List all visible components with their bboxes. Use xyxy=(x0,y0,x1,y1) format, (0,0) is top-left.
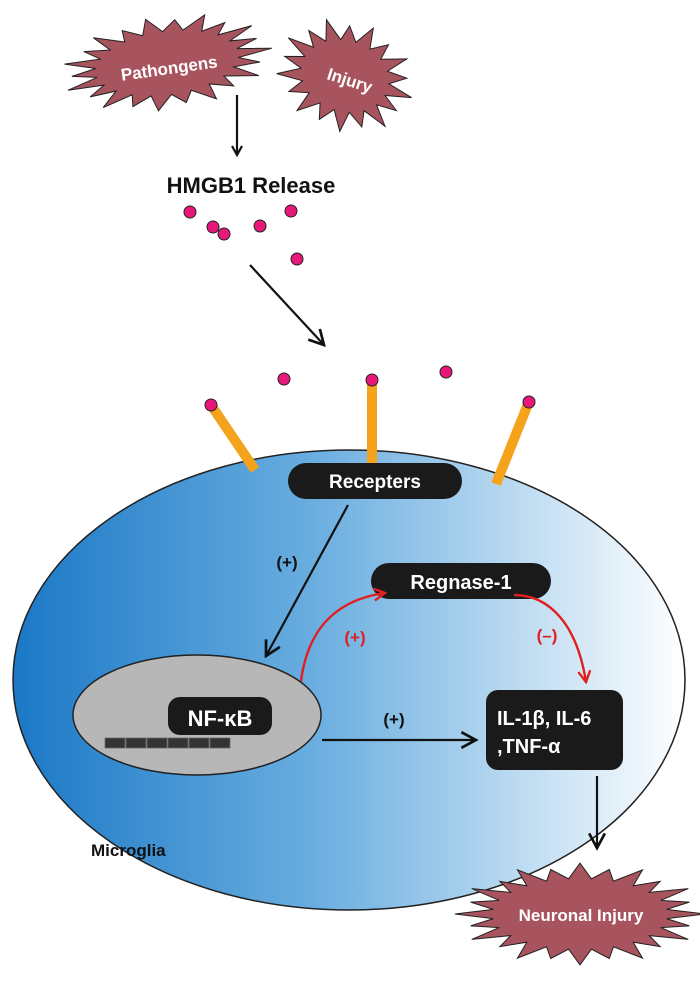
hmgb1-particle xyxy=(290,252,304,266)
hmgb1-particles xyxy=(183,204,304,266)
hmgb1-particle xyxy=(277,372,291,386)
hmgb1-particle xyxy=(439,365,453,379)
hmgb1-to-cell-arrow xyxy=(249,264,324,345)
receptor-stick xyxy=(491,402,533,486)
hmgb1-particle xyxy=(204,398,218,412)
cytokines-label-line1: IL-1β, IL-6 xyxy=(497,708,591,730)
hmgb1-particle xyxy=(183,205,197,219)
receptors-sticks xyxy=(206,382,533,486)
nfkb-to-regnase-effect: (+) xyxy=(344,628,365,647)
hmgb1-release-label: HMGB1 Release xyxy=(167,173,336,198)
nfkb-to-regnase-arrow xyxy=(298,593,385,691)
neuronal-injury-star: Neuronal Injury xyxy=(454,862,700,966)
nfkb-to-cytokines-effect: (+) xyxy=(383,710,404,729)
hmgb1-particle xyxy=(365,373,379,387)
receptors-to-nfkb-effect: (+) xyxy=(276,553,297,572)
hmgb1-particles-near-cell xyxy=(277,365,453,386)
regnase-to-cytokines-arrow xyxy=(513,593,586,682)
hmgb1-particle xyxy=(253,219,267,233)
hmgb1-particle xyxy=(206,220,220,234)
hmgb1-particle xyxy=(217,227,231,241)
receptors-to-nfkb-arrow xyxy=(266,504,349,656)
microglia-label: Microglia xyxy=(91,841,166,860)
neuronal-injury-label: Neuronal Injury xyxy=(519,906,644,925)
cytokines-label-line2: ,TNF-α xyxy=(497,736,561,758)
nfkb-box: NF-κB xyxy=(168,697,272,735)
cytokines-box: IL-1β, IL-6 ,TNF-α xyxy=(486,690,623,770)
regnase-to-cytokines-effect: (–) xyxy=(537,626,558,645)
injury-star: Injury xyxy=(276,18,412,133)
regnase-box: Regnase-1 xyxy=(371,563,551,599)
bound-hmgb1 xyxy=(204,373,536,412)
regnase-label: Regnase-1 xyxy=(410,572,511,594)
receptors-box: Recepters xyxy=(288,463,462,499)
nfkb-label: NF-κB xyxy=(188,706,253,731)
receptor-stick xyxy=(206,402,260,473)
dna-strand xyxy=(104,737,231,749)
hmgb1-particle xyxy=(284,204,298,218)
hmgb1-particle xyxy=(522,395,536,409)
pathogens-star: Pathongens xyxy=(64,13,273,112)
receptors-label: Recepters xyxy=(329,472,421,493)
